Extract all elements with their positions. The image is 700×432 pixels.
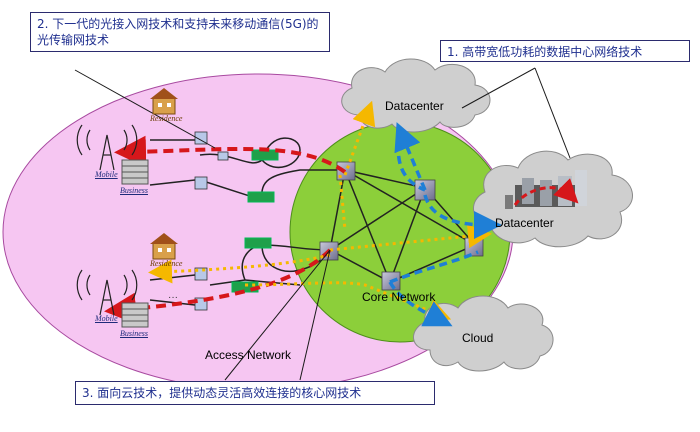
callout-datacenter-tech: 1. 高带宽低功耗的数据中心网络技术 [440,40,690,62]
blue-path-5 [389,250,479,284]
olt-box-upper-2 [247,191,275,203]
label-core-network: Core Network [362,290,436,304]
red-path-datacenter [513,178,579,206]
label-residence-lower: Residence [150,259,183,268]
label-mobile-upper: Mobile [95,170,118,179]
business-building-upper [121,159,149,185]
blue-path-1 [394,122,427,191]
callout-access-tech: 2. 下一代的光接入网技术和支持未来移动通信(5G)的光传输网技术 [30,12,330,52]
mobile-tower-lower [76,269,138,316]
label-datacenter-top: Datacenter [385,99,444,113]
blue-path-4 [388,281,453,327]
label-residence-upper: Residence [150,114,183,123]
olt-box-lower [244,237,272,249]
label-business-lower: Business [120,329,148,338]
blue-path-2 [423,194,502,239]
yellow-path-5 [338,174,347,231]
red-path-upper [114,135,347,174]
label-business-upper: Business [120,186,148,195]
label-access-network: Access Network [205,348,292,362]
ellipsis-dots: ··· [168,292,178,303]
business-building-lower [121,302,149,328]
residence-house-lower [150,233,178,260]
mobile-tower-upper [76,124,138,171]
label-mobile-lower: Mobile [95,314,118,323]
label-datacenter-right: Datacenter [495,216,554,230]
callout-core-tech: 3. 面向云技术，提供动态灵活高效连接的核心网技术 [75,381,435,405]
residence-house-upper [150,88,178,115]
red-path-lower [104,248,332,325]
label-cloud: Cloud [462,331,494,345]
callout-pointers [74,67,571,381]
